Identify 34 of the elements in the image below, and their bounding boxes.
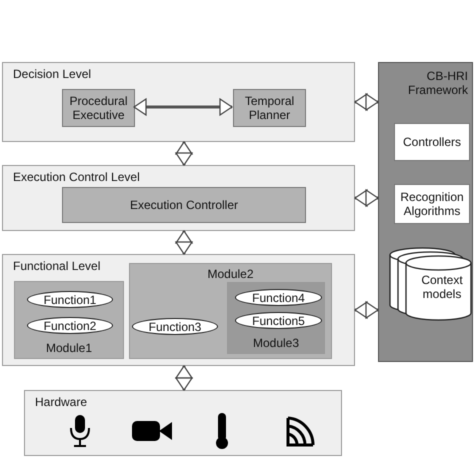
component-box: Temporal Planner: [233, 89, 306, 127]
double-arrow: [354, 189, 379, 207]
layer-panel: [2, 62, 355, 142]
module-box: [129, 263, 332, 359]
layer-panel: [2, 165, 355, 231]
function-ellipse: Function3: [132, 318, 218, 335]
framework-title: CB-HRI Framework: [406, 69, 468, 97]
function-ellipse: Function5: [235, 312, 322, 329]
module-title: Module3: [252, 336, 300, 350]
double-arrow: [175, 141, 193, 166]
function-ellipse: Function2: [27, 317, 113, 334]
framework-panel: [378, 62, 473, 362]
layer-title: Execution Control Level: [13, 170, 140, 184]
component-box: Procedural Executive: [62, 89, 135, 127]
layer-title: Hardware: [35, 395, 88, 409]
component-box: Recognition Algorithms: [394, 184, 470, 224]
component-box: Execution Controller: [62, 187, 306, 223]
double-arrow: [354, 301, 379, 319]
double-arrow: [354, 93, 379, 111]
layer-panel: [2, 254, 355, 366]
layer-title: Functional Level: [13, 259, 100, 273]
module-box: [14, 281, 124, 359]
module-title: Module1: [44, 341, 94, 355]
module-box: [227, 282, 325, 354]
layer-panel: [24, 390, 342, 456]
function-ellipse: Function4: [235, 289, 322, 306]
double-arrow: [175, 230, 193, 255]
module-title: Module2: [206, 267, 255, 281]
double-arrow: [133, 98, 233, 116]
database-label: Context models: [420, 273, 464, 301]
layer-title: Decision Level: [13, 67, 92, 81]
function-ellipse: Function1: [27, 291, 113, 308]
component-box: Controllers: [394, 123, 470, 161]
double-arrow: [175, 365, 193, 391]
